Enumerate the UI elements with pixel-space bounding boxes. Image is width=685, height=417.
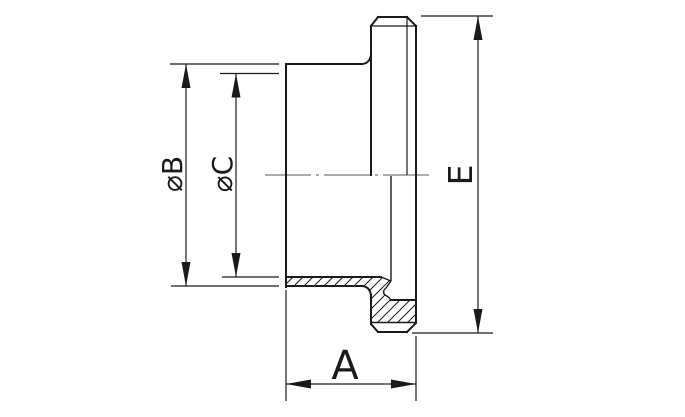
step-fillet-top [360, 53, 373, 66]
step-fillet-bottom [360, 284, 373, 297]
dim-e-lines [412, 15, 493, 334]
chamfer-top-left [369, 15, 380, 28]
part-outline-bottom [285, 276, 418, 334]
section-hatching [286, 277, 416, 323]
arrow-up-icon [231, 73, 241, 98]
part-thin-lines-bottom [371, 176, 416, 324]
arrow-down-icon [231, 253, 241, 277]
chamfer-bottom-right [405, 321, 418, 334]
dimension-label-overall-e: E [441, 165, 480, 186]
dimension-diameter-c: ⌀C [206, 72, 279, 278]
arrow-right-icon [391, 379, 416, 389]
part-thin-lines-top [371, 17, 416, 175]
arrow-down-icon [473, 309, 483, 333]
dimension-label-diameter-c: ⌀C [206, 156, 239, 192]
dimension-length-a: A [285, 290, 417, 401]
chamfer-top-right [405, 15, 418, 28]
dim-c-lines [220, 72, 279, 278]
arrow-up-icon [181, 64, 191, 88]
dimension-label-length-a: A [331, 343, 359, 389]
arrow-left-icon [286, 379, 311, 389]
dimension-diameter-b: ⌀B [156, 63, 279, 287]
dim-b-lines [170, 63, 279, 287]
bore-chamfer-line [380, 276, 392, 282]
dimension-label-diameter-b: ⌀B [156, 156, 189, 192]
dimension-overall-e: E [412, 15, 493, 334]
arrow-up-icon [473, 16, 483, 40]
relief-groove-contour [382, 280, 392, 301]
chamfer-bottom-left [369, 322, 380, 334]
part-outline-top [285, 15, 418, 323]
arrow-down-icon [181, 262, 191, 286]
